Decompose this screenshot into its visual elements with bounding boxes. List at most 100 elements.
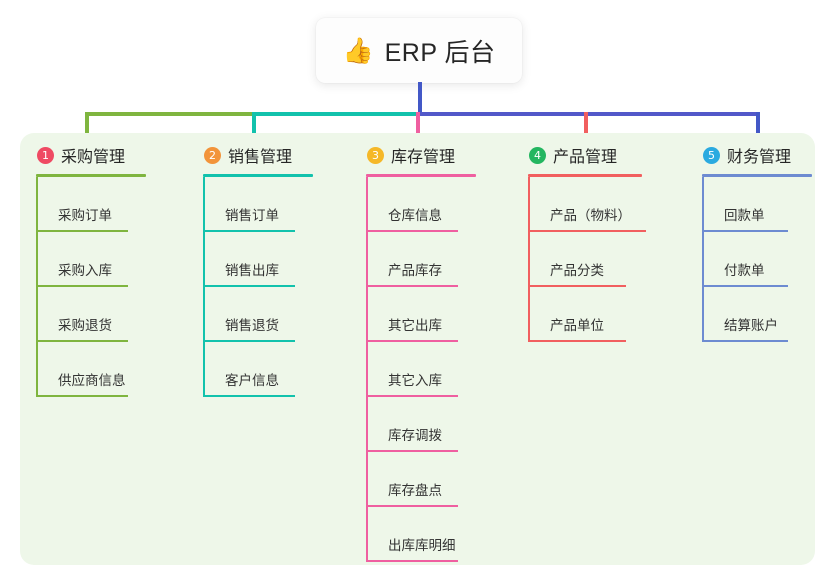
- branch-spine-5: [702, 177, 704, 342]
- branch-header-3[interactable]: 3 库存管理: [366, 142, 476, 168]
- list-item-rule: [528, 285, 626, 287]
- branch-title-3: 库存管理: [391, 149, 456, 166]
- branch-items-3: 仓库信息 产品库存 其它出库 其它入库 库存调拨 库存盘点 出库库明细: [366, 177, 476, 562]
- list-item[interactable]: 回款单: [702, 177, 812, 232]
- thumbs-up-icon: 👍: [342, 37, 374, 65]
- list-item[interactable]: 产品分类: [528, 232, 642, 287]
- connector-drop-1: [85, 112, 89, 142]
- connector-trunk: [418, 82, 422, 114]
- connector-bus-segment-teal: [256, 112, 418, 116]
- list-item[interactable]: 销售退货: [203, 287, 313, 342]
- list-item[interactable]: 付款单: [702, 232, 812, 287]
- list-item[interactable]: 其它入库: [366, 342, 476, 397]
- list-item-label: 销售订单: [225, 208, 279, 223]
- list-item[interactable]: 库存盘点: [366, 452, 476, 507]
- connector-drop-2: [252, 112, 256, 142]
- branch-number-badge-2: 2: [204, 146, 221, 164]
- list-item[interactable]: 其它出库: [366, 287, 476, 342]
- list-item-rule: [203, 230, 295, 232]
- list-item-rule: [702, 285, 788, 287]
- list-item[interactable]: 仓库信息: [366, 177, 476, 232]
- list-item-label: 回款单: [724, 208, 765, 223]
- branch-title-4: 产品管理: [553, 149, 618, 166]
- list-item-label: 销售出库: [225, 263, 279, 278]
- list-item-label: 采购退货: [58, 318, 112, 333]
- branch-header-4[interactable]: 4 产品管理: [528, 142, 642, 168]
- branch-number-badge-5: 5: [703, 146, 720, 164]
- list-item-label: 供应商信息: [58, 373, 126, 388]
- branch-column-2: 2 销售管理 销售订单 销售出库 销售退货 客户信息: [203, 142, 313, 397]
- diagram-panel: [20, 133, 815, 565]
- list-item-label: 出库库明细: [388, 538, 456, 553]
- list-item[interactable]: 销售出库: [203, 232, 313, 287]
- list-item-label: 其它入库: [388, 373, 442, 388]
- branch-header-2[interactable]: 2 销售管理: [203, 142, 313, 168]
- list-item-label: 仓库信息: [388, 208, 442, 223]
- list-item-label: 产品库存: [388, 263, 442, 278]
- branch-spine-3: [366, 177, 368, 562]
- branch-header-rule-1: [36, 174, 146, 177]
- list-item-rule: [366, 450, 458, 452]
- list-item-label: 客户信息: [225, 373, 279, 388]
- list-item-rule: [366, 230, 458, 232]
- list-item[interactable]: 产品（物料）: [528, 177, 646, 232]
- list-item-label: 付款单: [724, 263, 765, 278]
- list-item-rule: [366, 395, 458, 397]
- list-item[interactable]: 采购订单: [36, 177, 146, 232]
- branch-column-5: 5 财务管理 回款单 付款单 结算账户: [702, 142, 812, 342]
- list-item-rule: [36, 230, 128, 232]
- list-item-label: 结算账户: [724, 318, 778, 333]
- branch-header-rule-5: [702, 174, 812, 177]
- list-item-label: 采购订单: [58, 208, 112, 223]
- list-item[interactable]: 产品库存: [366, 232, 476, 287]
- list-item-rule: [203, 340, 295, 342]
- list-item-label: 采购入库: [58, 263, 112, 278]
- list-item[interactable]: 销售订单: [203, 177, 313, 232]
- branch-items-5: 回款单 付款单 结算账户: [702, 177, 812, 342]
- branch-header-rule-3: [366, 174, 476, 177]
- branch-column-4: 4 产品管理 产品（物料） 产品分类 产品单位: [528, 142, 646, 342]
- list-item[interactable]: 供应商信息: [36, 342, 146, 397]
- list-item-rule: [36, 285, 128, 287]
- branch-header-rule-4: [528, 174, 642, 177]
- branch-number-badge-4: 4: [529, 146, 546, 164]
- branch-header-1[interactable]: 1 采购管理: [36, 142, 146, 168]
- branch-items-1: 采购订单 采购入库 采购退货 供应商信息: [36, 177, 146, 397]
- list-item-rule: [702, 340, 788, 342]
- diagram-title-card: 👍 ERP 后台: [316, 18, 522, 83]
- list-item-label: 产品（物料）: [550, 208, 631, 223]
- branch-column-1: 1 采购管理 采购订单 采购入库 采购退货 供应商信息: [36, 142, 146, 397]
- branch-number-badge-3: 3: [367, 146, 384, 164]
- list-item-label: 销售退货: [225, 318, 279, 333]
- branch-spine-2: [203, 177, 205, 397]
- connector-drop-3: [416, 112, 420, 142]
- list-item-rule: [203, 395, 295, 397]
- list-item-rule: [528, 340, 626, 342]
- list-item[interactable]: 出库库明细: [366, 507, 476, 562]
- branch-title-1: 采购管理: [61, 149, 126, 166]
- list-item[interactable]: 客户信息: [203, 342, 313, 397]
- list-item-label: 其它出库: [388, 318, 442, 333]
- list-item-rule: [366, 505, 458, 507]
- page-title: ERP 后台: [384, 38, 496, 67]
- connector-drop-4: [584, 112, 588, 142]
- list-item[interactable]: 库存调拨: [366, 397, 476, 452]
- branch-spine-1: [36, 177, 38, 397]
- list-item[interactable]: 采购退货: [36, 287, 146, 342]
- list-item-rule: [702, 230, 788, 232]
- list-item[interactable]: 产品单位: [528, 287, 642, 342]
- branch-header-rule-2: [203, 174, 313, 177]
- connector-bus-segment-green: [85, 112, 256, 116]
- connector-bus-segment-blue: [418, 112, 760, 116]
- list-item-label: 产品分类: [550, 263, 604, 278]
- branch-header-5[interactable]: 5 财务管理: [702, 142, 812, 168]
- list-item-rule: [366, 285, 458, 287]
- list-item[interactable]: 结算账户: [702, 287, 812, 342]
- list-item[interactable]: 采购入库: [36, 232, 146, 287]
- list-item-rule: [366, 560, 458, 562]
- list-item-label: 库存盘点: [388, 483, 442, 498]
- list-item-rule: [366, 340, 458, 342]
- branch-items-2: 销售订单 销售出库 销售退货 客户信息: [203, 177, 313, 397]
- list-item-label: 库存调拨: [388, 428, 442, 443]
- branch-number-badge-1: 1: [37, 146, 54, 164]
